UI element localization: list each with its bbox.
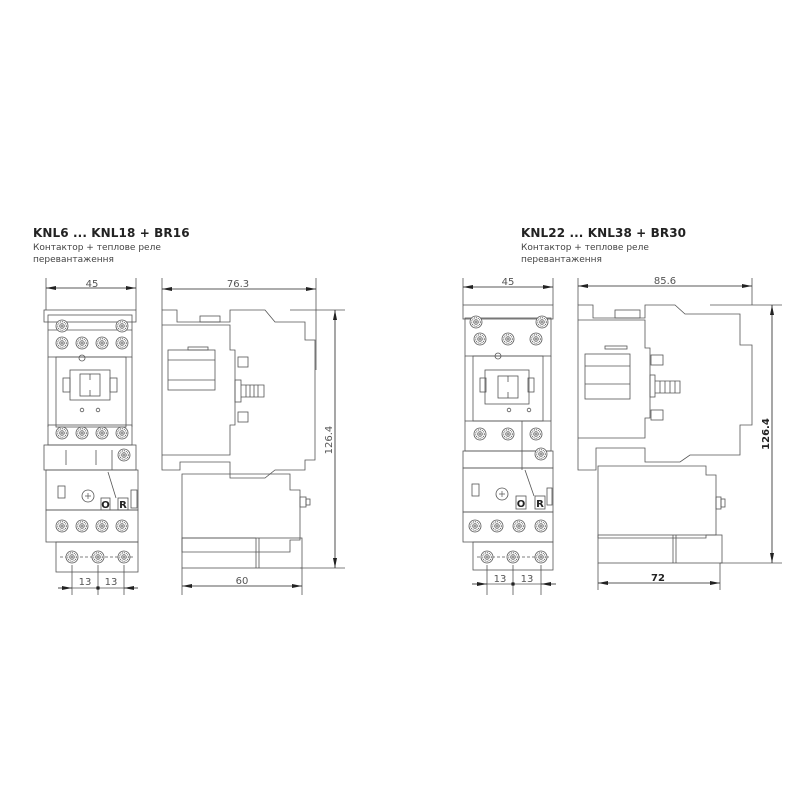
right-side-view xyxy=(577,278,782,590)
right-side-depth: 85.6 xyxy=(654,276,676,287)
left-button-r: R xyxy=(119,500,127,511)
left-height: 126.4 xyxy=(324,426,335,455)
left-subtitle-1: Контактор + теплове реле xyxy=(33,243,161,253)
left-side-view xyxy=(161,278,345,595)
left-subtitle-2: перевантаження xyxy=(33,255,114,265)
right-title: KNL22 ... KNL38 + BR30 xyxy=(521,226,687,240)
right-pitch-left: 13 xyxy=(494,574,507,585)
right-relay-depth: 72 xyxy=(651,573,665,584)
right-front-screws xyxy=(468,315,549,564)
left-front-screws xyxy=(55,319,131,564)
right-pitch-right: 13 xyxy=(521,574,534,585)
right-button-o: O xyxy=(517,499,526,510)
left-front-width: 45 xyxy=(86,279,99,290)
left-pitch-right: 13 xyxy=(105,577,118,588)
left-pitch-left: 13 xyxy=(79,577,92,588)
right-height: 126.4 xyxy=(761,418,772,450)
right-button-r: R xyxy=(536,499,544,510)
left-side-depth: 76.3 xyxy=(227,279,249,290)
right-pitch-dimension xyxy=(472,565,556,595)
right-front-width: 45 xyxy=(502,277,515,288)
left-relay-depth: 60 xyxy=(236,576,249,587)
left-pitch-dimension xyxy=(58,565,138,595)
left-button-o: O xyxy=(101,500,110,511)
left-title: KNL6 ... KNL18 + BR16 xyxy=(33,226,190,240)
right-subtitle-2: перевантаження xyxy=(521,255,602,265)
right-subtitle-1: Контактор + теплове реле xyxy=(521,243,649,253)
